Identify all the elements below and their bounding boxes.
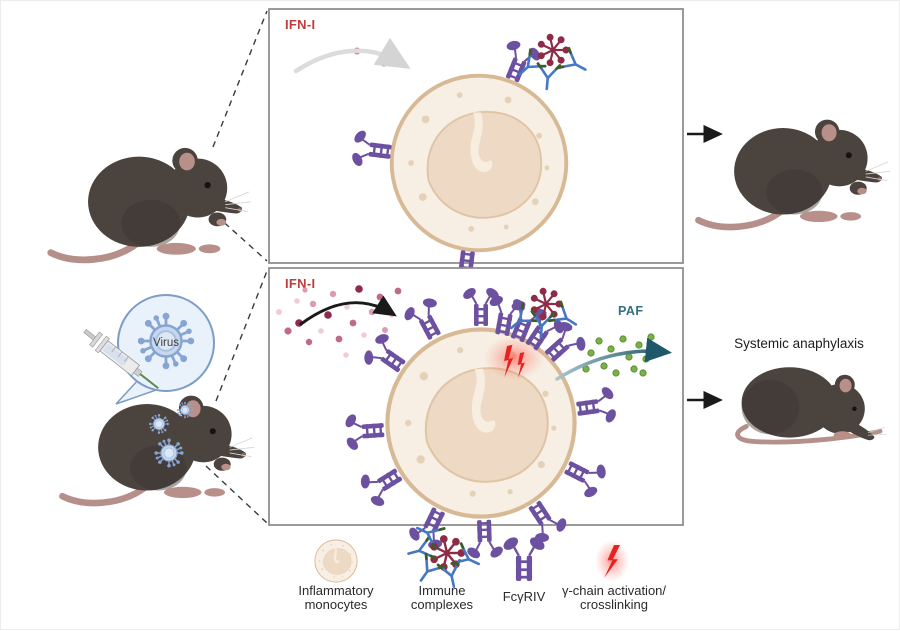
paf-label: PAF bbox=[618, 304, 644, 318]
healthy-outcome-mouse bbox=[698, 120, 890, 227]
systemic-anaphylaxis-label: Systemic anaphylaxis bbox=[734, 336, 864, 351]
panel-top: IFN-I bbox=[268, 8, 684, 295]
virus-injected-mouse bbox=[62, 396, 254, 503]
syringe-icon bbox=[83, 329, 159, 390]
receptor-crosslinking-site bbox=[481, 287, 594, 380]
figure-legend: Inflammatory monocytes Immune complexes … bbox=[298, 516, 666, 612]
ifn-label-top: IFN-I bbox=[285, 17, 315, 32]
virus-bubble-label: Virus bbox=[153, 337, 179, 349]
naive-mouse bbox=[51, 148, 251, 260]
legend-label-complexes-2: complexes bbox=[411, 597, 474, 612]
anaphylaxis-mouse bbox=[738, 367, 887, 442]
legend-label-gamma-2: crosslinking bbox=[580, 597, 648, 612]
weak-ifn-arrow bbox=[293, 37, 411, 74]
zoom-funnel-bottom bbox=[205, 270, 268, 524]
paf-release-arrow bbox=[555, 337, 672, 381]
ifn-dot bbox=[380, 59, 388, 67]
ifn-label-bottom: IFN-I bbox=[285, 276, 315, 291]
panel-bottom: IFN-I bbox=[268, 267, 684, 562]
strong-ifn-arrow bbox=[299, 295, 397, 326]
legend-label-complexes-1: Immune bbox=[419, 583, 466, 598]
legend-monocyte-icon bbox=[314, 539, 358, 583]
legend-fcgriv-icon bbox=[500, 533, 548, 583]
legend-label-monocytes-2: monocytes bbox=[305, 597, 368, 612]
legend-lightning-icon bbox=[595, 540, 629, 582]
legend-label-fcgriv: FcγRIV bbox=[503, 589, 546, 604]
legend-label-gamma-1: γ-chain activation/ bbox=[562, 583, 666, 598]
legend-label-monocytes-1: Inflammatory bbox=[298, 583, 374, 598]
virus-callout: Virus bbox=[115, 294, 215, 405]
